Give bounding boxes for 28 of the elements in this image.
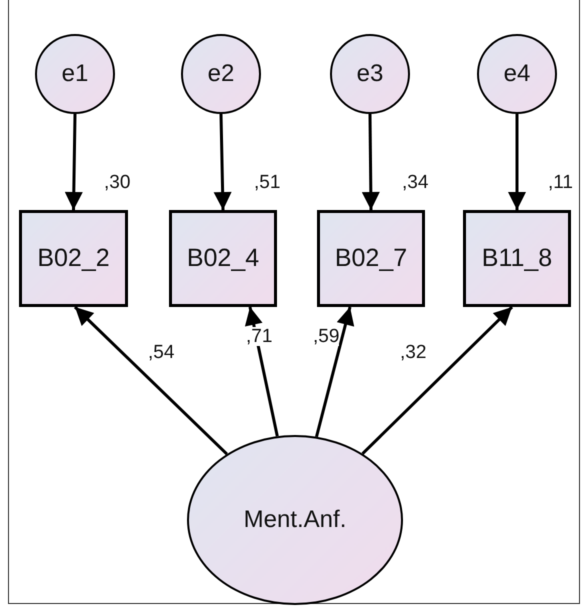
edge-label: ,54 — [148, 343, 174, 362]
arrow — [214, 114, 232, 210]
arrow — [362, 306, 514, 455]
r-squared-value: ,11 — [548, 172, 574, 194]
node-label: e1 — [62, 60, 88, 88]
arrow — [74, 306, 228, 456]
edge-label: ,71 — [246, 327, 272, 346]
node-label: e3 — [356, 60, 384, 88]
arrow — [508, 114, 526, 210]
observed-variable-box — [463, 210, 571, 307]
node-label: Ment.Anf. — [244, 506, 346, 534]
node-label: e2 — [208, 60, 234, 88]
node-label: B02_7 — [334, 244, 408, 273]
node-label: e4 — [504, 60, 530, 88]
observed-variable-box — [169, 210, 277, 307]
observed-variable-box — [317, 210, 425, 307]
node-label: B02_4 — [186, 244, 260, 273]
r-squared-value: ,34 — [402, 172, 428, 194]
arrow — [362, 114, 380, 210]
node-label: B11_8 — [482, 244, 552, 273]
r-squared-value: ,51 — [254, 172, 280, 194]
arrow — [315, 306, 354, 438]
edge-label: ,59 — [313, 327, 340, 346]
observed-variable-box — [19, 210, 128, 307]
arrow — [64, 114, 83, 210]
edge-label: ,32 — [400, 343, 426, 362]
node-label: B02_2 — [37, 244, 110, 273]
r-squared-value: ,30 — [104, 172, 130, 194]
